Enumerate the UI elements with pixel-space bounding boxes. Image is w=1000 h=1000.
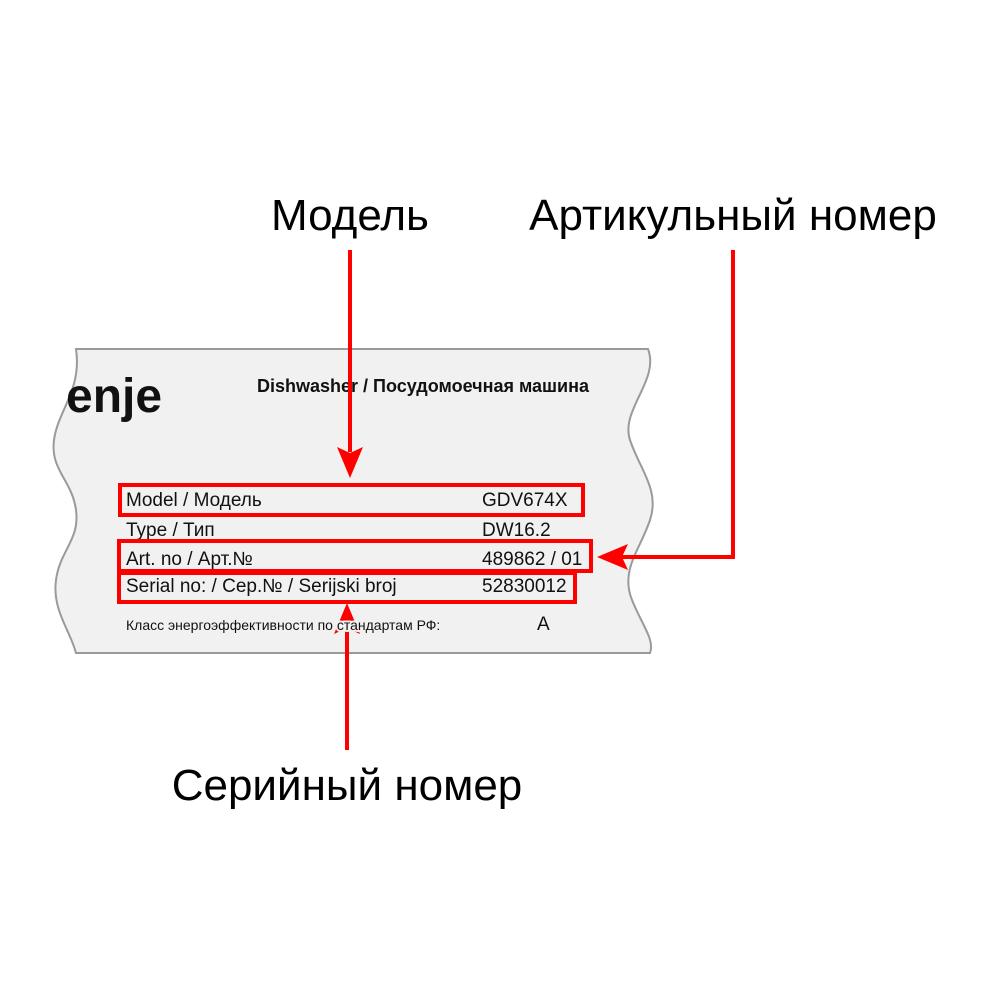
serial-highlight-box bbox=[117, 571, 577, 604]
serial-callout: Серийный номер bbox=[172, 761, 523, 810]
serial-arrow bbox=[334, 603, 360, 750]
model-label: Model / Модель bbox=[126, 490, 262, 511]
type-label: Type / Тип bbox=[126, 520, 215, 541]
model-callout: Модель bbox=[271, 191, 429, 240]
article-label: Art. no / Арт.№ bbox=[126, 549, 253, 570]
brand-logo: enje bbox=[66, 370, 162, 423]
type-value: DW16.2 bbox=[482, 520, 551, 541]
serial-value: 52830012 bbox=[482, 576, 567, 597]
article-callout: Артикульный номер bbox=[529, 191, 937, 240]
energy-class-value: A bbox=[537, 614, 550, 635]
model-highlight-box bbox=[118, 483, 585, 517]
article-value: 489862 / 01 bbox=[482, 549, 582, 570]
product-title: Dishwasher / Посудомоечная машина bbox=[257, 376, 590, 396]
energy-class-label: Класс энергоэффективности по стандартам … bbox=[126, 617, 440, 633]
rating-plate bbox=[52, 348, 654, 654]
serial-label: Serial no: / Сер.№ / Serijski broj bbox=[126, 576, 397, 597]
model-value: GDV674X bbox=[482, 490, 568, 511]
model-arrow bbox=[337, 250, 363, 478]
article-arrow bbox=[597, 250, 735, 570]
